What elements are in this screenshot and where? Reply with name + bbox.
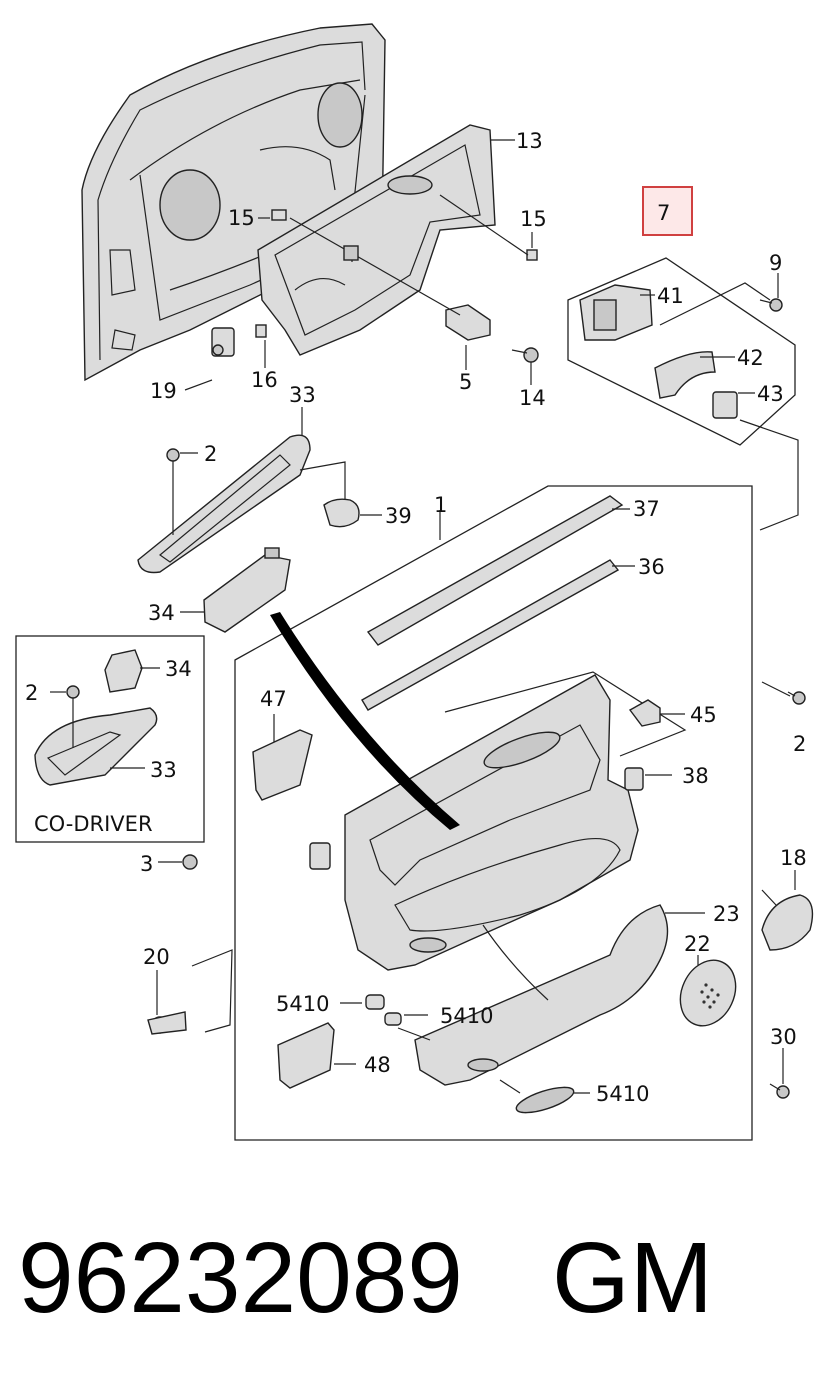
callout-37: 37: [633, 497, 660, 521]
callout-45: 45: [690, 703, 717, 727]
callout-5410-grille: 5410: [596, 1082, 649, 1106]
callout-48: 48: [364, 1053, 391, 1077]
leader-lines: [50, 139, 796, 1094]
screws: [147, 681, 806, 1099]
callout-15-left: 15: [228, 206, 255, 230]
callout-5410-clip-a: 5410: [276, 992, 329, 1016]
part-number: 96232089: [18, 1222, 463, 1334]
callout-22: 22: [684, 932, 711, 956]
callout-7: 7: [657, 201, 670, 225]
part-47: [252, 729, 313, 801]
callout-36: 36: [638, 555, 665, 579]
part-38: [624, 767, 644, 791]
co-driver-caption: CO-DRIVER: [34, 812, 153, 836]
co-driver-inset: [15, 635, 205, 843]
callout-34-inset: 34: [165, 657, 192, 681]
callout-47: 47: [260, 687, 287, 711]
callout-16: 16: [251, 368, 278, 392]
inside-handle-assembly: [567, 257, 796, 446]
door-frame: [81, 23, 386, 382]
callout-1: 1: [434, 493, 447, 517]
callout-33-inset: 33: [150, 758, 177, 782]
callout-5: 5: [459, 370, 472, 394]
part-18: [761, 894, 814, 951]
callout-39: 39: [385, 504, 412, 528]
door-sealing-panel: [257, 124, 496, 356]
door-trim-panel-box: [234, 485, 753, 1141]
callout-38: 38: [682, 764, 709, 788]
speaker-grille: [679, 959, 737, 1027]
callout-2-right: 2: [793, 732, 806, 756]
power-window-switch-group: [137, 434, 360, 633]
callout-34-main: 34: [148, 601, 175, 625]
callout-43: 43: [757, 382, 784, 406]
door-trim-panel: [344, 674, 639, 971]
callout-23: 23: [713, 902, 740, 926]
callout-14: 14: [519, 386, 546, 410]
callout-labels: 13 15 15 7 9 41 42 43 19 16 5 14 33 2 39…: [25, 129, 807, 1106]
callout-19: 19: [150, 379, 177, 403]
callout-2-top: 2: [204, 442, 217, 466]
callout-20: 20: [143, 945, 170, 969]
callout-42: 42: [737, 346, 764, 370]
part-48: [277, 1022, 335, 1089]
trim-clip-small: [309, 842, 331, 870]
callout-5410-clip-b: 5410: [440, 1004, 493, 1028]
oval-grille: [515, 1086, 575, 1114]
part-45: [628, 699, 661, 727]
trim-clips: [365, 994, 431, 1041]
callout-15-right: 15: [520, 207, 547, 231]
callout-13: 13: [516, 129, 543, 153]
callout-18: 18: [780, 846, 807, 870]
callout-41: 41: [657, 284, 684, 308]
callout-3: 3: [140, 852, 153, 876]
armrest-panel: [414, 904, 669, 1086]
brand-name: GM: [552, 1222, 713, 1334]
highlight-box-7: [642, 186, 693, 236]
power-window-cable: [270, 612, 460, 830]
callout-9: 9: [769, 251, 782, 275]
callout-2-inset: 2: [25, 681, 38, 705]
callout-30: 30: [770, 1025, 797, 1049]
callout-33-top: 33: [289, 383, 316, 407]
